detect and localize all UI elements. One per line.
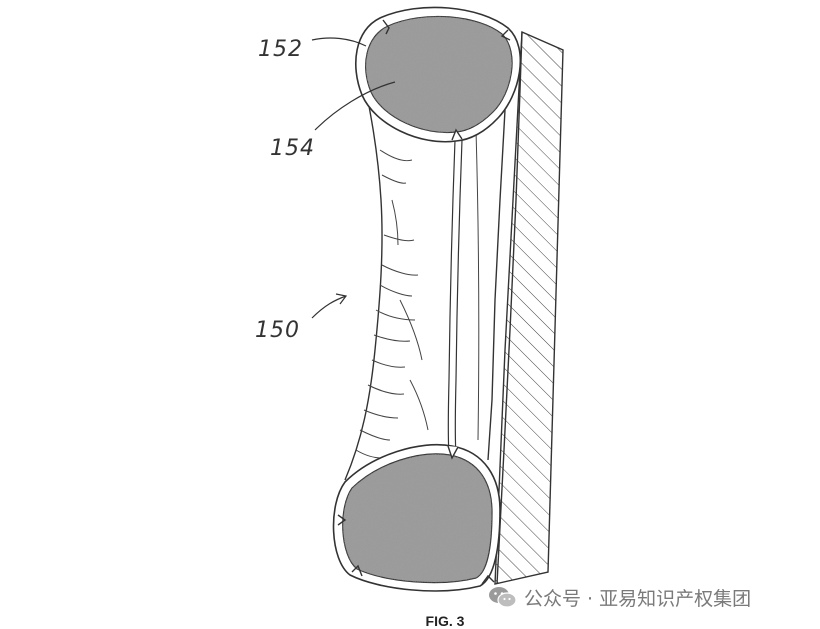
- top-notch-left: [382, 19, 390, 35]
- wrinkle-7: [373, 334, 411, 342]
- wrinkle-8: [371, 359, 406, 368]
- ref-label-152: 152: [258, 37, 303, 62]
- bottom-notch-left: [337, 514, 347, 526]
- bottom-fill-stipple: [342, 453, 492, 583]
- wrinkle-15: [475, 129, 480, 441]
- top-notch-bottom: [451, 128, 463, 141]
- leader-152: [311, 37, 367, 47]
- wrinkle-9: [367, 384, 405, 395]
- body-seam-line-b: [454, 139, 463, 456]
- top-fill-stipple: [365, 16, 513, 133]
- wrinkle-6: [375, 309, 416, 321]
- wrinkle-14: [399, 299, 423, 361]
- figure-caption: FIG. 3: [425, 613, 465, 629]
- wrinkle-16: [391, 199, 399, 246]
- wrinkle-13: [409, 379, 429, 431]
- bottom-notch-right: [481, 574, 495, 585]
- watermark-text: 公众号 · 亚易知识产权集团: [524, 587, 752, 610]
- leader-150-arrow: [335, 293, 348, 305]
- bottom-cross-section: [332, 443, 501, 592]
- wrinkle-10: [363, 409, 399, 419]
- wrinkle-4: [381, 264, 419, 276]
- tubular-body: [344, 69, 506, 481]
- wall-inner-edge: [496, 31, 523, 585]
- ref-label-154: 154: [270, 136, 315, 161]
- wrinkle-5: [379, 284, 413, 297]
- wrinkle-11: [359, 429, 391, 441]
- ref-label-150: 150: [255, 318, 300, 343]
- top-notch-right: [500, 29, 511, 41]
- leader-154: [314, 81, 396, 131]
- top-cross-section: [355, 6, 522, 143]
- wrinkle-3: [383, 234, 415, 242]
- leader-150: [311, 295, 347, 319]
- body-seam-line-a: [447, 139, 456, 456]
- leader-lines: [311, 37, 396, 319]
- body-outline-left: [344, 69, 383, 481]
- wrinkle-12: [355, 449, 383, 459]
- bottom-notch-top: [447, 445, 459, 460]
- watermark: 公众号 · 亚易知识产权集团: [488, 584, 751, 610]
- body-outline-right: [487, 109, 506, 461]
- wall-section: [494, 30, 564, 585]
- body-wrinkles: [355, 129, 480, 459]
- wrinkle-2: [381, 174, 407, 184]
- bottom-notch-bottom: [351, 564, 363, 577]
- wall-hatched-face: [494, 30, 564, 585]
- wrinkle-1: [379, 149, 413, 162]
- wechat-icon: [489, 587, 517, 608]
